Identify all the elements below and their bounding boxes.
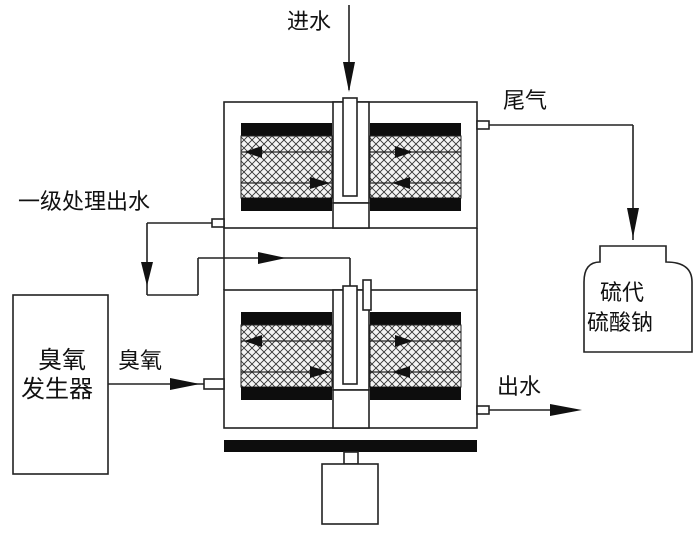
motor	[321, 463, 379, 525]
inlet-water-label: 进水	[287, 10, 331, 35]
upper-reactor-internals	[240, 97, 462, 229]
outlet-water-label: 出水	[497, 375, 541, 400]
tail-gas-line	[476, 120, 639, 240]
outlet-water-line	[476, 404, 582, 416]
primary-effluent-loop	[141, 218, 351, 296]
motor-shaft	[343, 451, 359, 465]
ozone-label: 臭氧	[118, 349, 162, 374]
ozone-generator-box	[12, 294, 109, 475]
ozone-generator-label-line1: 臭氧	[38, 346, 86, 374]
thiosulfate-bottle	[583, 245, 693, 353]
inlet-arrow	[343, 5, 355, 92]
tail-gas-label: 尾气	[503, 89, 547, 114]
ozone-generator-label-line2: 发生器	[21, 375, 93, 403]
ozone-feed-line	[108, 378, 225, 390]
lower-reactor-internals	[240, 279, 462, 429]
primary-effluent-label: 一级处理出水	[18, 190, 150, 215]
thiosulfate-label-line2: 硫酸钠	[587, 311, 653, 336]
base-plate	[224, 440, 477, 452]
thiosulfate-label-line1: 硫代	[600, 281, 644, 306]
